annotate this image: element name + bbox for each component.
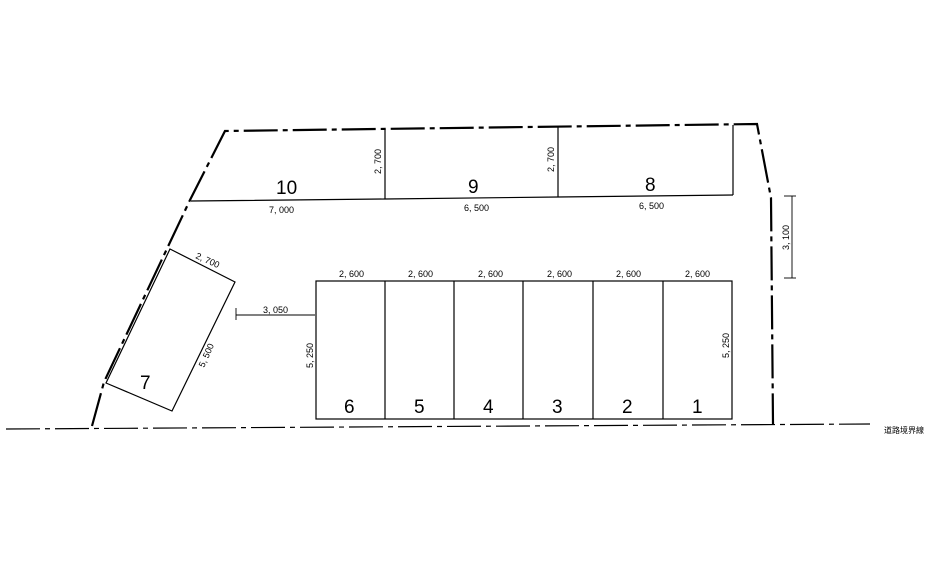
- dim-2600-1: 2, 600: [685, 269, 710, 279]
- dim-3100-group: 3, 100: [781, 195, 796, 279]
- road-boundary-label: 道路境界線: [884, 425, 924, 435]
- dim-2700-a: 2, 700: [373, 149, 383, 174]
- space-1-number: 1: [692, 397, 703, 418]
- dim-7-width: 2, 700: [194, 251, 221, 270]
- dim-2700-b: 2, 700: [546, 147, 556, 172]
- top-row-bottom-line: [190, 194, 734, 202]
- dim-2600-3: 2, 600: [547, 269, 572, 279]
- dim-2600-4: 2, 600: [478, 269, 503, 279]
- space-8-number: 8: [645, 175, 656, 196]
- dim-2600-5: 2, 600: [408, 269, 433, 279]
- dim-3050-group: 3, 050: [235, 305, 315, 320]
- space-9-number: 9: [468, 177, 479, 198]
- dim-3100: 3, 100: [781, 225, 791, 250]
- space-2-number: 2: [622, 397, 633, 418]
- top-row: 10 9 8 7, 000 6, 500 6, 500 2, 700 2, 70…: [190, 125, 734, 215]
- dim-6500-b: 6, 500: [639, 201, 664, 211]
- space-6-number: 6: [344, 397, 355, 418]
- dim-2600-6: 2, 600: [339, 269, 364, 279]
- space-4-number: 4: [483, 397, 494, 418]
- bottom-row-outline: [315, 280, 733, 420]
- dim-7000: 7, 000: [269, 205, 294, 215]
- dim-5250-left: 5, 250: [305, 343, 315, 368]
- space-10-number: 10: [276, 178, 297, 199]
- site-boundary: [90, 122, 775, 427]
- dim-6500-a: 6, 500: [464, 203, 489, 213]
- road-boundary-line: [5, 423, 871, 430]
- dim-2600-2: 2, 600: [616, 269, 641, 279]
- space-3-number: 3: [552, 397, 563, 418]
- dim-5250-right: 5, 250: [721, 333, 731, 358]
- space-7: 7 2, 700 5, 500: [105, 248, 236, 412]
- space-7-number: 7: [140, 373, 151, 394]
- space-7-outline: [105, 248, 236, 412]
- dim-3050: 3, 050: [263, 305, 288, 315]
- bottom-row: 2, 600 2, 600 2, 600 2, 600 2, 600 2, 60…: [305, 269, 733, 420]
- space-5-number: 5: [414, 397, 425, 418]
